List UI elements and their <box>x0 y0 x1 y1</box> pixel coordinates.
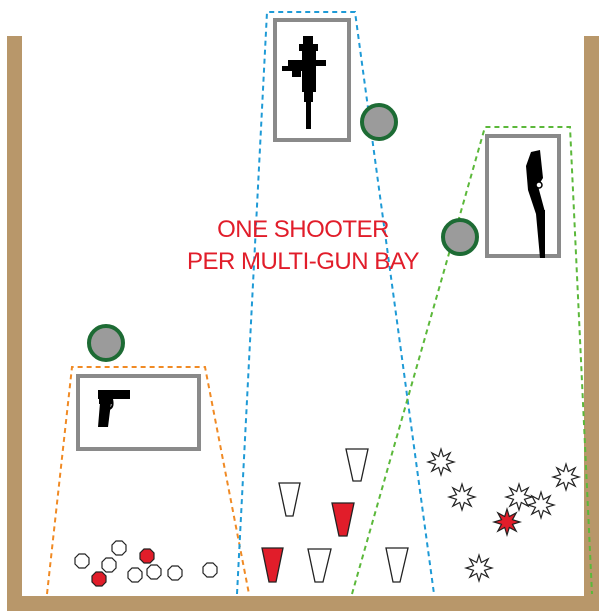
plate-target-hit <box>92 572 106 586</box>
plate-target <box>203 563 217 577</box>
rifle-target <box>279 483 300 516</box>
shotgun-targets <box>428 449 579 581</box>
rifle-target <box>386 548 408 582</box>
right-berm-wall <box>584 36 599 611</box>
shotgun-target <box>553 464 579 490</box>
pistol-frame <box>78 376 199 449</box>
plate-target-hit <box>140 549 154 563</box>
plate-target <box>102 558 116 572</box>
shotgun-target <box>428 449 454 475</box>
shotgun-target <box>449 484 475 510</box>
rifle-target-hit <box>332 503 354 536</box>
shotgun-target <box>528 492 554 518</box>
rifle-target <box>308 549 331 582</box>
caption-line-1: ONE SHOOTER <box>0 216 606 244</box>
rifle-target <box>346 449 368 481</box>
shotgun-target <box>466 555 492 581</box>
rifle-targets <box>262 449 408 582</box>
pistol-targets <box>75 541 217 586</box>
caption-line-2: PER MULTI-GUN BAY <box>0 248 606 276</box>
plate-target <box>147 565 161 579</box>
plate-target <box>75 554 89 568</box>
shotgun-target <box>506 484 532 510</box>
plate-target <box>112 541 126 555</box>
rifle-shooter-position <box>362 105 396 139</box>
plate-target <box>128 568 142 582</box>
plate-target <box>168 566 182 580</box>
shotgun-target-hit <box>494 509 520 535</box>
rifle-target-hit <box>262 548 283 582</box>
left-berm-wall <box>7 36 22 611</box>
back-berm-wall <box>7 596 599 611</box>
pistol-shooter-position <box>89 326 123 360</box>
